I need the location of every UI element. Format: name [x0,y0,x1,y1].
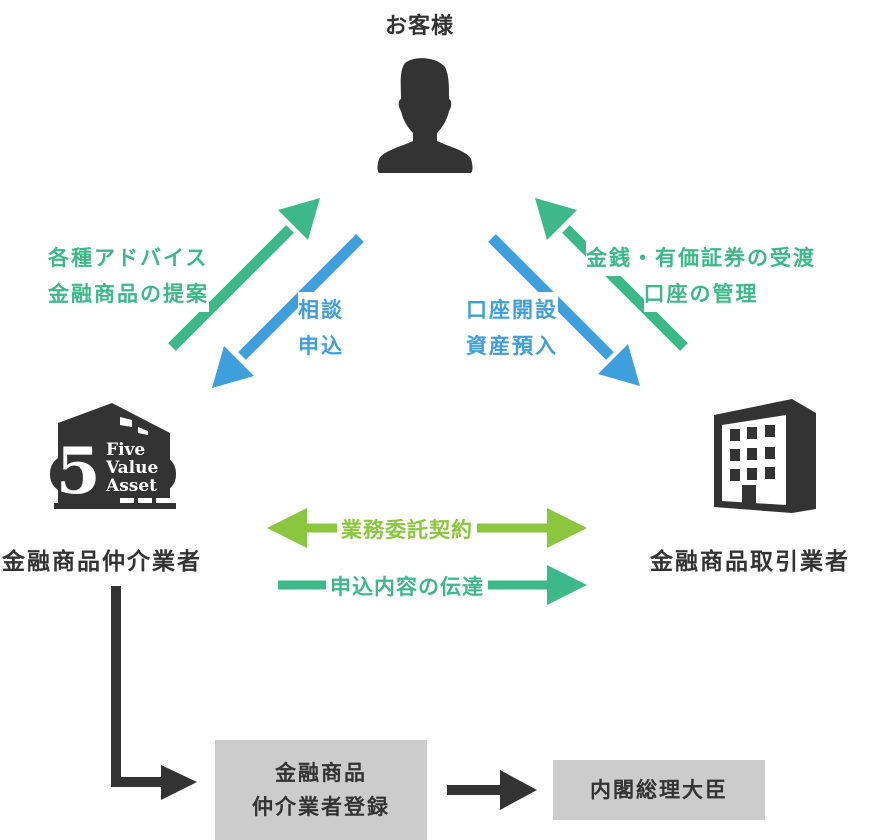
flow-label-advice: 各種アドバイス 金融商品の提案 [48,240,209,312]
logo-line-3: Asset [105,476,157,496]
flow-settlement-line-2: 口座の管理 [643,276,759,312]
transmission-label: 申込内容の伝達 [326,571,488,601]
contract-label: 業務委託契約 [337,514,477,544]
arrow-dealer-to-customer [535,198,688,351]
flow-account-line-1: 口座開設 [466,292,558,328]
flow-advice-line-2: 金融商品の提案 [48,276,209,312]
arrow-broker-to-customer [168,198,320,351]
flow-consult-line-1: 相談 [298,292,344,328]
broker-logo: 5 Five Value Asset [50,403,176,509]
registration-box: 金融商品 仲介業者登録 [215,740,427,840]
building-icon [714,399,816,513]
dealer-label: 金融商品取引業者 [650,549,850,575]
flow-advice-line-1: 各種アドバイス [48,240,209,276]
registration-line-2: 仲介業者登録 [252,795,390,819]
logo-line-1: Five [106,440,145,460]
arrow-broker-to-registration [111,586,197,800]
flow-label-account: 口座開設 資産預入 [466,292,558,364]
flow-label-consultation: 相談 申込 [298,292,344,364]
flow-label-settlement: 金銭・有価証券の受渡 口座の管理 [586,240,816,312]
customer-label: お客様 [385,14,455,39]
flow-consult-line-2: 申込 [298,328,344,364]
broker-label: 金融商品仲介業者 [2,549,202,575]
logo-numeral: 5 [56,434,101,509]
flow-account-line-2: 資産預入 [466,328,558,364]
arrow-registration-to-pm [447,770,537,810]
registration-line-1: 金融商品 [275,761,367,785]
prime-minister-label: 内閣総理大臣 [590,778,728,802]
person-icon [377,58,473,173]
logo-line-2: Value [105,458,158,478]
flow-settlement-line-1: 金銭・有価証券の受渡 [586,240,816,276]
prime-minister-box: 内閣総理大臣 [553,760,765,820]
